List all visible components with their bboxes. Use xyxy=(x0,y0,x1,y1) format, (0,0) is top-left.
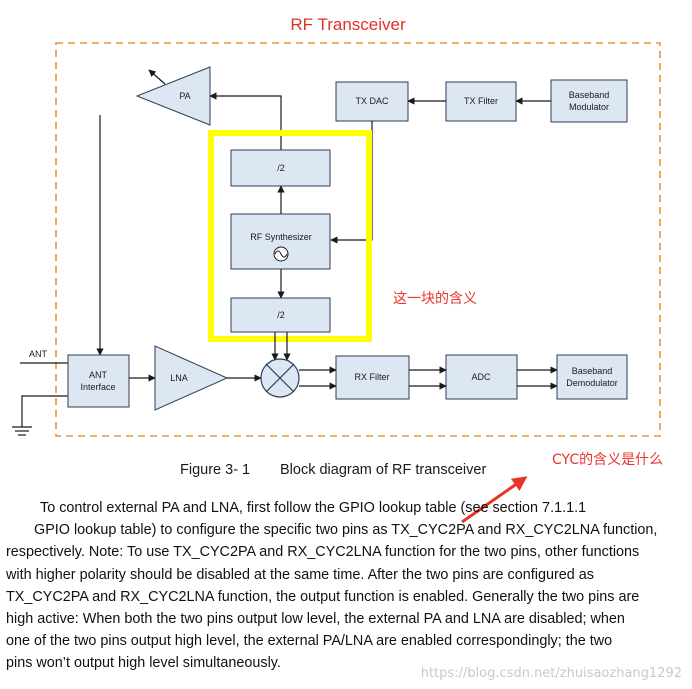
wire-txdac-to-synth xyxy=(330,121,373,244)
body-line-7: one of the two pins output high level, t… xyxy=(6,633,613,650)
transceiver-boundary xyxy=(55,42,661,437)
body-line-1: To control external PA and LNA, first fo… xyxy=(40,500,587,516)
body-line-3: respectively. Note: To use TX_CYC2PA and… xyxy=(6,544,640,561)
rx-filter-block xyxy=(335,355,410,400)
rx-filter-label: RX Filter xyxy=(354,372,389,382)
sine-wave xyxy=(274,250,288,258)
baseband-modulator-label-2: Modulator xyxy=(569,102,609,112)
figure-number: Figure 3- 1 xyxy=(180,462,250,478)
diagram-title: RF Transceiver xyxy=(290,15,406,34)
tx-filter-label: TX Filter xyxy=(464,96,498,106)
rf-synthesizer-label: RF Synthesizer xyxy=(250,232,312,242)
tx-dac-label: TX DAC xyxy=(355,96,389,106)
highlight-box xyxy=(208,130,372,342)
body-line-2: GPIO lookup table) to configure the spec… xyxy=(34,522,658,539)
body-line-4: with higher polarity should be disabled … xyxy=(6,566,594,583)
pa-control-arrow xyxy=(148,69,166,85)
baseband-modulator-label-1: Baseband xyxy=(569,90,610,100)
annotation-cyc-meaning: CYC的含义是什么 xyxy=(552,452,663,468)
wire-ground xyxy=(21,395,68,427)
lna-block xyxy=(154,345,229,411)
lna-label: LNA xyxy=(170,373,188,383)
baseband-demodulator-label-1: Baseband xyxy=(572,366,613,376)
ant-interface-block xyxy=(67,354,130,408)
divider-bottom-label: /2 xyxy=(277,310,285,320)
baseband-demodulator-block xyxy=(556,354,628,400)
divider-top-label: /2 xyxy=(277,163,285,173)
body-line-8: pins won’t output high level simultaneou… xyxy=(6,655,281,672)
ant-interface-label-2: Interface xyxy=(80,382,115,392)
ant-label: ANT xyxy=(29,349,48,359)
tx-dac-block xyxy=(335,81,409,122)
pa-block xyxy=(135,66,211,126)
watermark: https://blog.csdn.net/zhuisaozhang1292 xyxy=(420,666,682,681)
divider-bottom-block xyxy=(230,297,331,333)
body-paragraph: To control external PA and LNA, first fo… xyxy=(6,497,682,675)
annotation-arrow xyxy=(461,476,528,524)
adc-block xyxy=(445,354,518,400)
pa-label: PA xyxy=(179,91,190,101)
ant-interface-label-1: ANT xyxy=(89,370,108,380)
body-line-6: high active: When both the two pins outp… xyxy=(6,611,625,628)
body-line-5: TX_CYC2PA and RX_CYC2LNA function, the o… xyxy=(6,588,640,605)
wire-div-to-pa xyxy=(209,92,282,150)
mixer-cross-2 xyxy=(265,363,295,393)
adc-label: ADC xyxy=(471,372,491,382)
baseband-modulator-block xyxy=(550,79,628,123)
baseband-demodulator-label-2: Demodulator xyxy=(566,378,618,388)
figure-caption: Block diagram of RF transceiver xyxy=(280,462,486,478)
annotation-block-meaning: 这一块的含义 xyxy=(393,290,477,307)
